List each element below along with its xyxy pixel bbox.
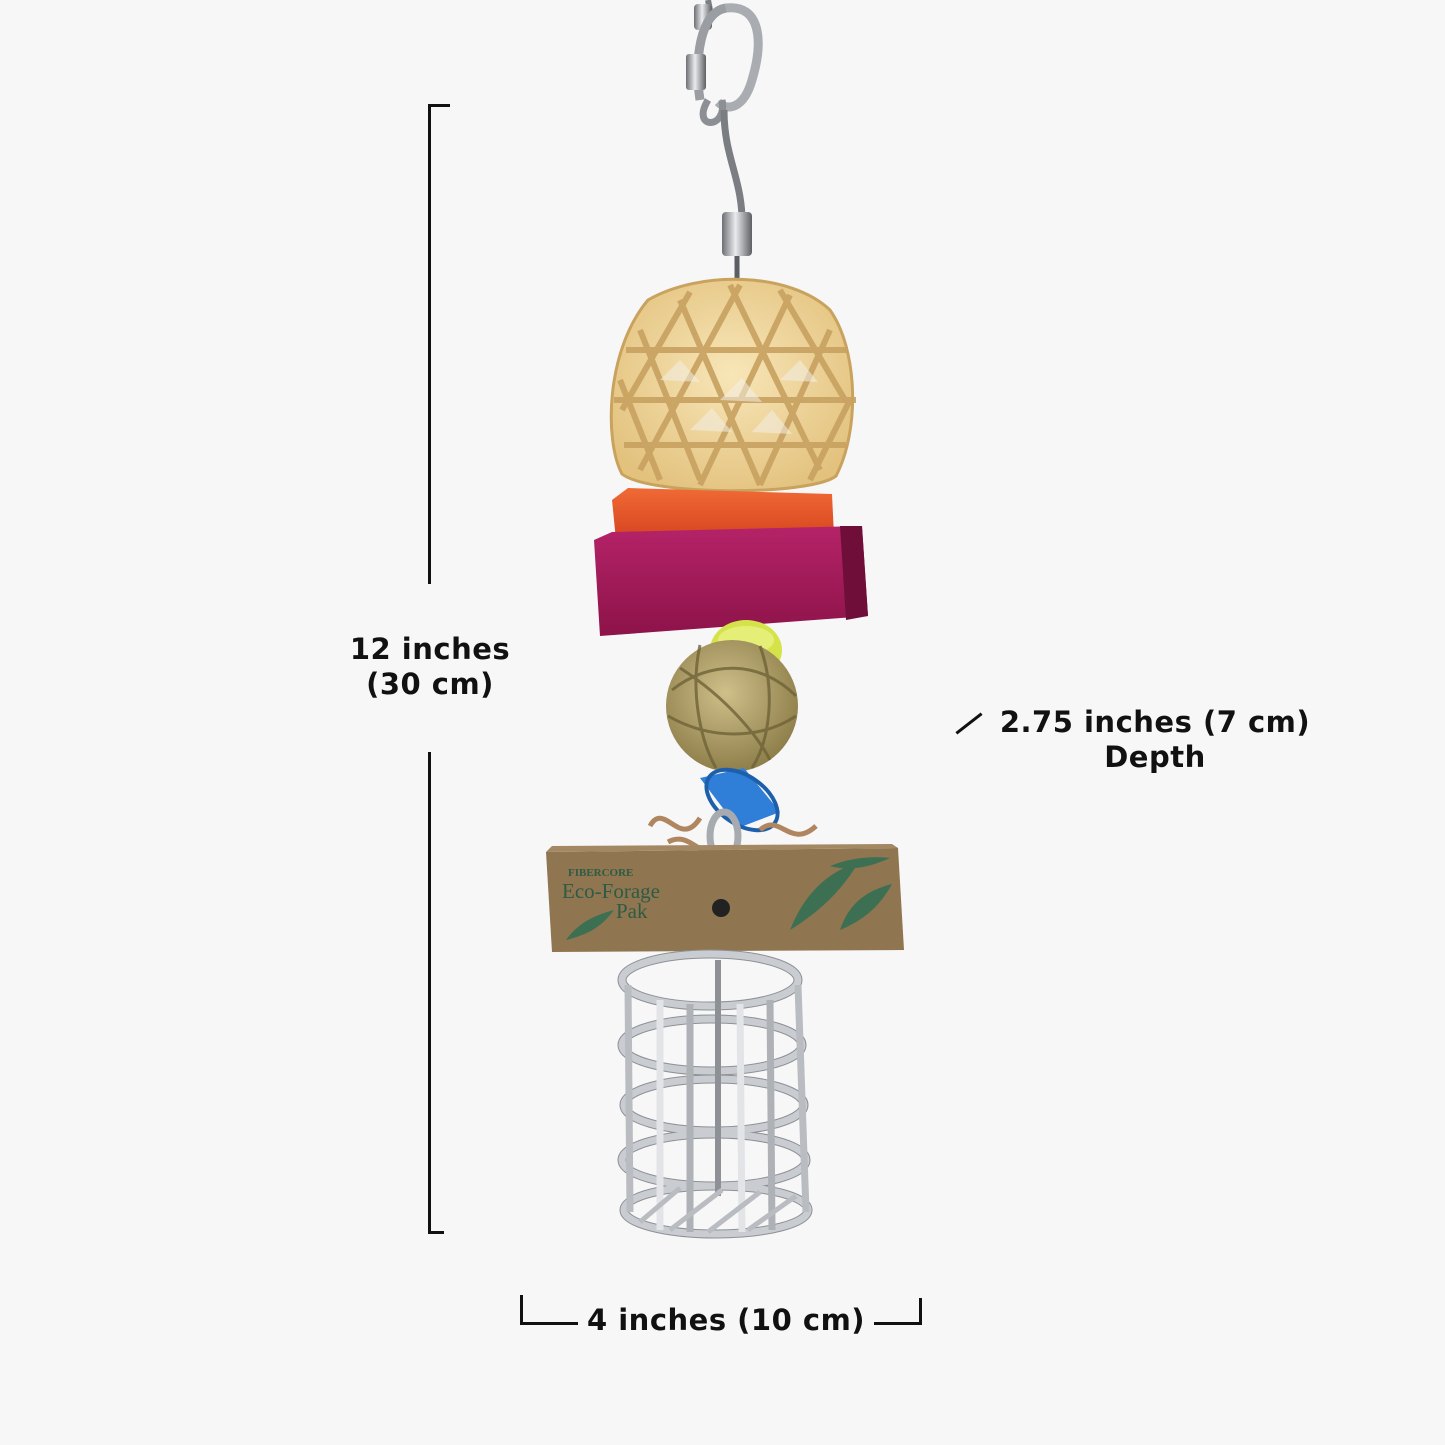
depth-dimension-label: 2.75 inches (7 cm) Depth <box>990 705 1320 775</box>
box-title-line1: Eco-Forage <box>562 879 660 903</box>
width-dimension-label: 4 inches (10 cm) <box>586 1303 866 1337</box>
vine-ball <box>666 640 798 772</box>
height-dimension-top-cap <box>428 104 450 107</box>
box-brand-text: FIBERCORE <box>568 867 633 879</box>
height-value-metric: (30 cm) <box>366 666 494 701</box>
eco-forage-pak-box: FIBERCORE Eco-Forage Pak <box>546 844 904 952</box>
height-dimension-line-lower <box>428 752 431 1234</box>
hanging-quick-link <box>686 0 763 126</box>
height-dimension-line-upper <box>428 104 431 584</box>
height-dimension-label: 12 inches (30 cm) <box>340 632 520 702</box>
box-title-line2: Pak <box>616 899 648 923</box>
height-value: 12 inches <box>349 632 511 666</box>
woven-bamboo-basket <box>609 277 856 493</box>
width-dimension-right-cap <box>919 1298 922 1325</box>
width-dimension-left-cap <box>520 1295 523 1325</box>
magenta-wood-block <box>594 526 868 636</box>
width-dimension-left-line <box>520 1322 578 1325</box>
spiral-wire-cage <box>617 949 813 1239</box>
height-dimension-bottom-cap <box>428 1231 444 1234</box>
width-dimension-right-line <box>874 1322 922 1325</box>
depth-value: 2.75 inches (7 cm) <box>999 705 1311 739</box>
depth-caption: Depth <box>1104 739 1206 774</box>
